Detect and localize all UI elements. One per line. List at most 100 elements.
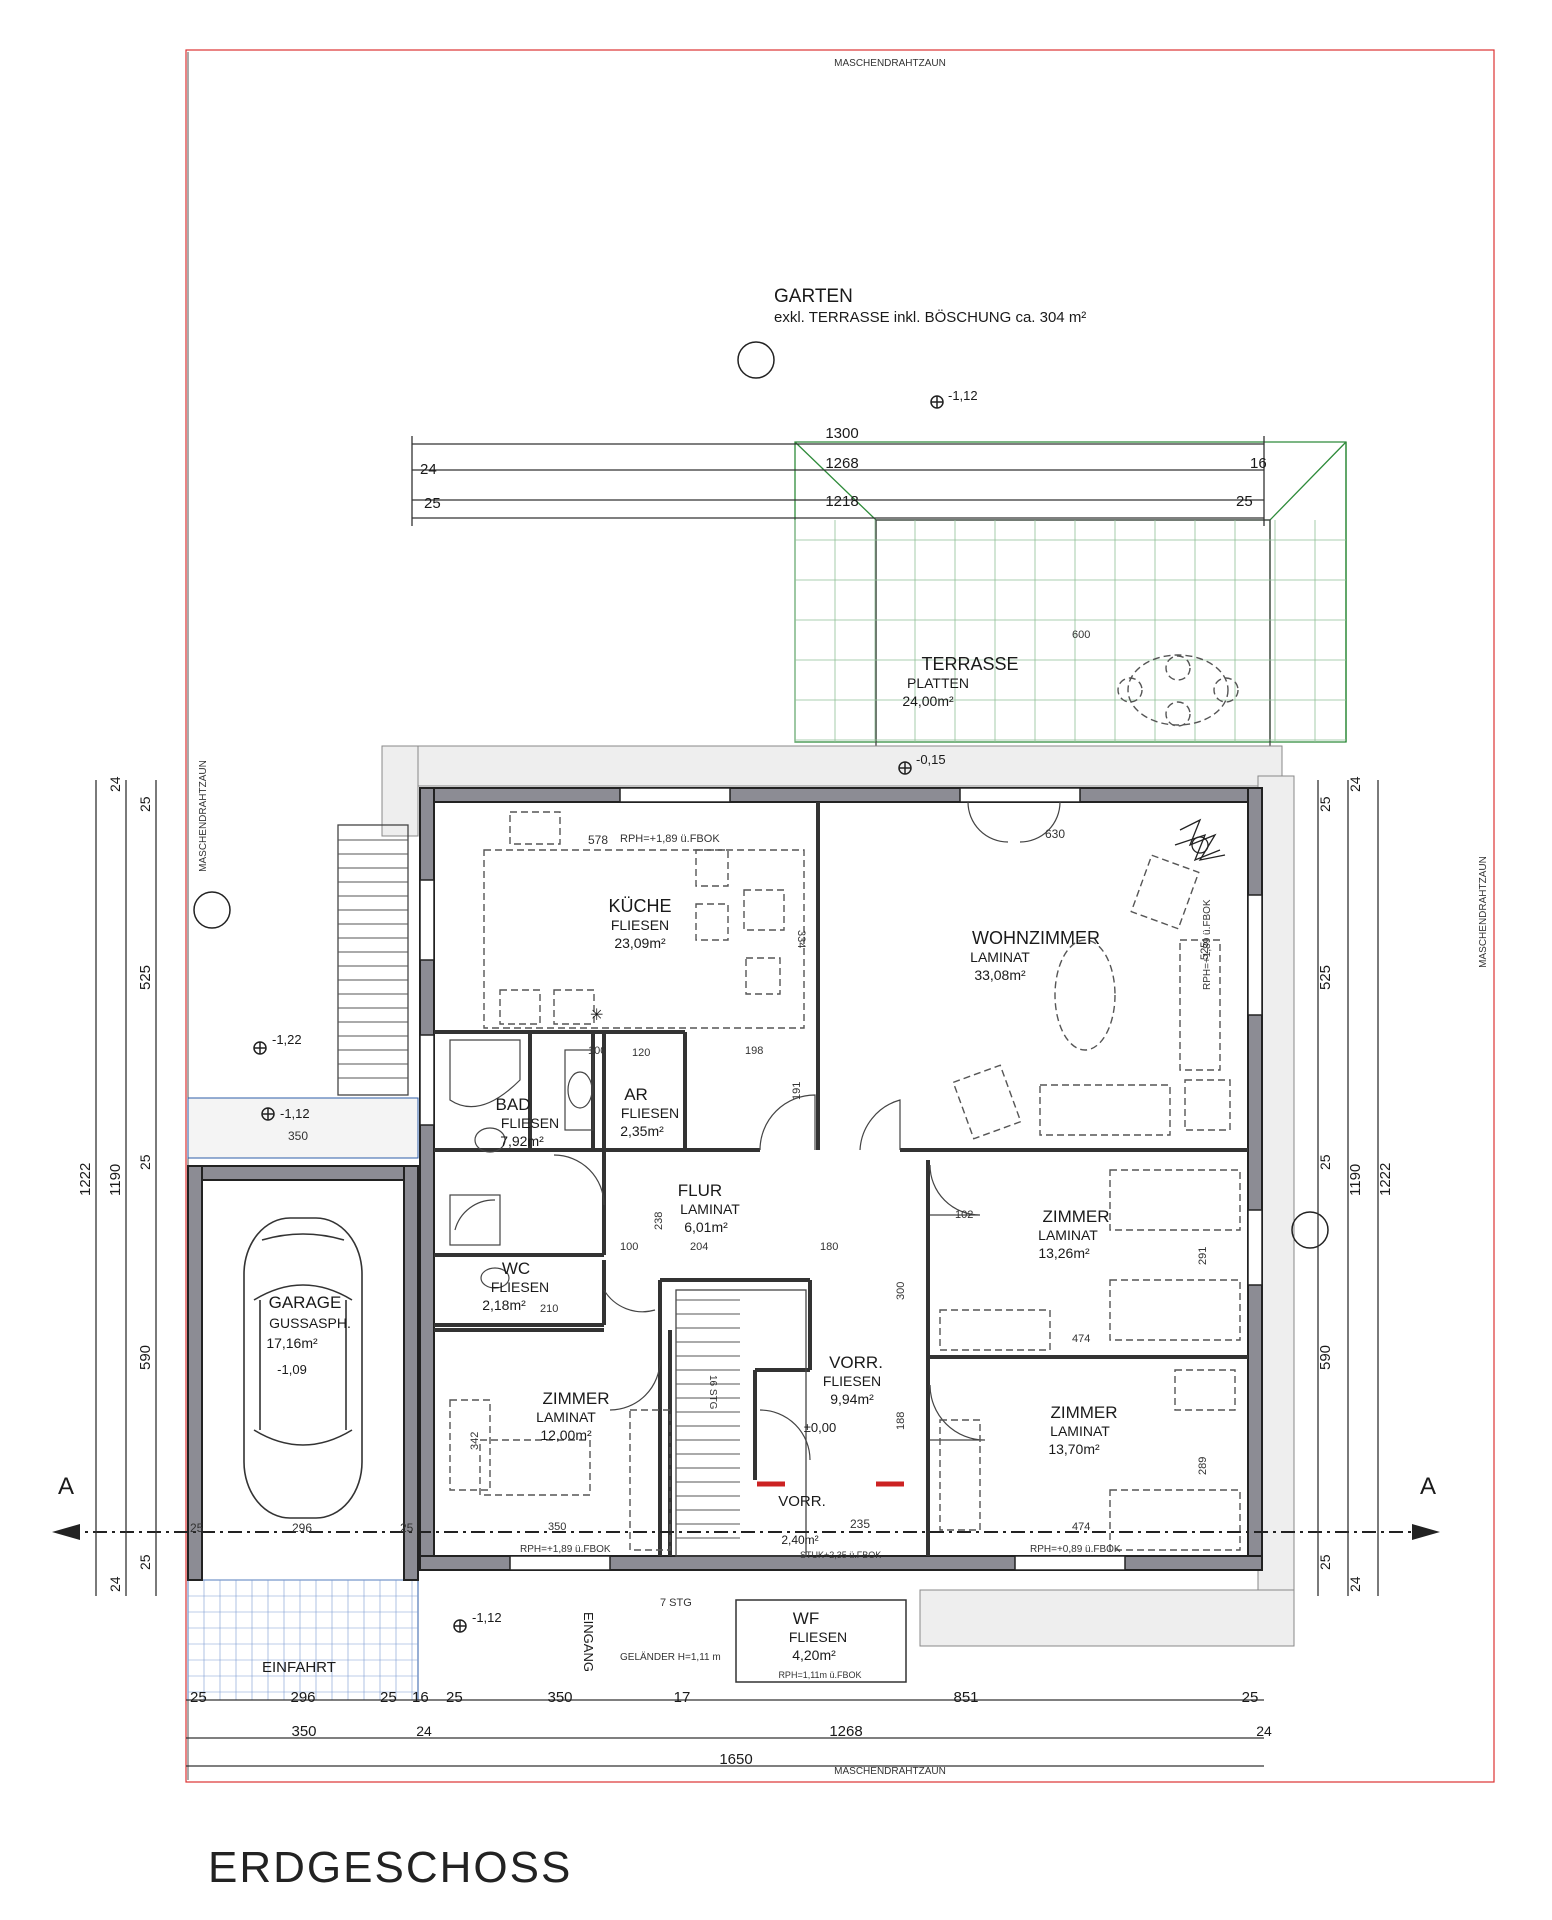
svg-text:LAMINAT: LAMINAT xyxy=(1038,1227,1098,1243)
living-furniture xyxy=(952,654,1239,1140)
svg-text:296: 296 xyxy=(290,1689,315,1706)
room-wc-label: WC FLIESEN 2,18m² xyxy=(482,1259,549,1313)
fence-label-right: MASCHENDRAHTZAUN xyxy=(1478,856,1489,968)
entrance-label: EINGANG xyxy=(581,1612,596,1672)
driveway-area xyxy=(187,1579,419,1701)
stairs-inside-label: 16 STG xyxy=(707,1375,718,1410)
room-kitchen-label: KÜCHE FLIESEN 23,09m² xyxy=(608,896,671,951)
svg-text:525: 525 xyxy=(1317,965,1334,990)
svg-text:296: 296 xyxy=(292,1521,312,1535)
svg-text:102: 102 xyxy=(955,1209,973,1221)
svg-text:GARAGE: GARAGE xyxy=(269,1293,342,1312)
svg-text:2,40m²: 2,40m² xyxy=(781,1533,818,1547)
garage-apron xyxy=(187,1097,419,1159)
svg-text:KÜCHE: KÜCHE xyxy=(608,896,671,916)
garage-dimensions: 350 296 25 25 xyxy=(190,1129,414,1535)
svg-text:VORR.: VORR. xyxy=(778,1493,826,1510)
svg-text:590: 590 xyxy=(1317,1345,1334,1370)
bath-fixtures xyxy=(449,1039,594,1289)
svg-text:25: 25 xyxy=(1242,1689,1259,1706)
room-garage-label: GARAGE GUSSASPH. 17,16m² -1,09 xyxy=(266,1293,351,1377)
gravel-strip-north xyxy=(381,745,1283,787)
tree-symbol-west xyxy=(193,891,231,929)
bottom-dimensions: 25 296 25 16 25 350 17 851 25 350 1268 2… xyxy=(186,1689,1272,1768)
svg-text:-0,15: -0,15 xyxy=(916,752,946,767)
interior-walls xyxy=(434,802,1248,1556)
svg-text:LAMINAT: LAMINAT xyxy=(970,949,1030,965)
svg-text:600: 600 xyxy=(1072,629,1090,641)
svg-text:WC: WC xyxy=(502,1259,530,1278)
svg-text:1222: 1222 xyxy=(77,1163,94,1196)
svg-text:25: 25 xyxy=(1317,796,1333,812)
car-symbol xyxy=(243,1217,363,1519)
room-terrace-label: TERRASSE PLATTEN 24,00m² 600 xyxy=(902,629,1090,709)
svg-text:13,26m²: 13,26m² xyxy=(1038,1245,1090,1261)
svg-text:FLIESEN: FLIESEN xyxy=(621,1105,679,1121)
fence-label-left: MASCHENDRAHTZAUN xyxy=(198,760,209,872)
svg-text:A: A xyxy=(58,1473,74,1500)
level-marker-west: -1,22 xyxy=(253,1032,302,1055)
svg-text:180: 180 xyxy=(820,1241,838,1253)
svg-text:FLIESEN: FLIESEN xyxy=(823,1373,881,1389)
svg-text:2,35m²: 2,35m² xyxy=(620,1123,664,1139)
svg-text:238: 238 xyxy=(653,1212,665,1230)
svg-text:-1,12: -1,12 xyxy=(948,388,978,403)
svg-text:300: 300 xyxy=(895,1282,907,1300)
svg-text:12,00m²: 12,00m² xyxy=(540,1427,592,1443)
tree-symbol xyxy=(737,341,775,379)
svg-text:188: 188 xyxy=(895,1412,907,1430)
svg-text:342: 342 xyxy=(469,1432,481,1450)
svg-text:ZIMMER: ZIMMER xyxy=(1042,1207,1109,1226)
svg-text:16: 16 xyxy=(1250,455,1267,472)
room-foyer-label: VORR. FLIESEN 9,94m² ±0,00 xyxy=(804,1353,883,1435)
svg-text:100: 100 xyxy=(620,1241,638,1253)
room-storage-label: AR FLIESEN 2,35m² xyxy=(620,1085,679,1139)
fence-label-top: MASCHENDRAHTZAUN xyxy=(834,58,946,69)
railing-label: GELÄNDER H=1,11 m xyxy=(620,1651,721,1663)
svg-text:-1,22: -1,22 xyxy=(272,1032,302,1047)
stair-interior xyxy=(675,1289,807,1557)
stairs-outside-label: 7 STG xyxy=(660,1597,692,1609)
svg-text:16: 16 xyxy=(412,1689,429,1706)
svg-text:24,00m²: 24,00m² xyxy=(902,693,954,709)
svg-text:1222: 1222 xyxy=(1377,1163,1394,1196)
svg-text:24: 24 xyxy=(416,1723,432,1739)
level-marker-garden: -1,12 xyxy=(930,388,978,409)
svg-text:1268: 1268 xyxy=(829,1723,862,1740)
fence-label-bottom: MASCHENDRAHTZAUN xyxy=(834,1766,946,1777)
svg-text:525: 525 xyxy=(1199,942,1211,960)
svg-text:24: 24 xyxy=(107,776,123,792)
svg-text:1190: 1190 xyxy=(1347,1164,1364,1196)
svg-text:-1,09: -1,09 xyxy=(277,1362,307,1377)
svg-text:350: 350 xyxy=(291,1723,316,1740)
svg-text:24: 24 xyxy=(107,1576,123,1592)
garden-name: GARTEN xyxy=(774,286,853,307)
svg-text:25: 25 xyxy=(137,1154,153,1170)
stair-west xyxy=(337,824,409,1096)
svg-text:ZIMMER: ZIMMER xyxy=(542,1389,609,1408)
plot-border xyxy=(185,49,1495,1783)
svg-text:BAD: BAD xyxy=(496,1095,531,1114)
svg-text:FLUR: FLUR xyxy=(678,1181,722,1200)
svg-text:474: 474 xyxy=(1072,1521,1090,1533)
svg-text:25: 25 xyxy=(190,1689,207,1706)
svg-text:291: 291 xyxy=(1197,1247,1209,1265)
driveway-grid xyxy=(187,1579,418,1700)
room-sw-label: ZIMMER LAMINAT 12,00m² xyxy=(536,1389,609,1443)
svg-text:120: 120 xyxy=(632,1047,650,1059)
svg-text:FLIESEN: FLIESEN xyxy=(491,1279,549,1295)
plan-title: ERDGESCHOSS xyxy=(208,1843,572,1892)
svg-text:A: A xyxy=(1420,1473,1436,1500)
svg-text:25: 25 xyxy=(424,495,441,512)
room-ne-label: ZIMMER LAMINAT 13,26m² xyxy=(1038,1207,1109,1261)
level-marker-garage-top: -1,12 xyxy=(261,1106,310,1121)
stuk-label: STUK+2,35 ü.FBOK xyxy=(800,1550,881,1560)
svg-text:RPH=1,11m ü.FBOK: RPH=1,11m ü.FBOK xyxy=(778,1670,861,1680)
svg-text:24: 24 xyxy=(1256,1723,1272,1739)
svg-text:13,70m²: 13,70m² xyxy=(1048,1441,1100,1457)
svg-text:25: 25 xyxy=(1317,1554,1333,1570)
gravel-strip-west xyxy=(381,745,419,837)
svg-text:25: 25 xyxy=(1317,1154,1333,1170)
svg-text:350: 350 xyxy=(288,1129,308,1143)
